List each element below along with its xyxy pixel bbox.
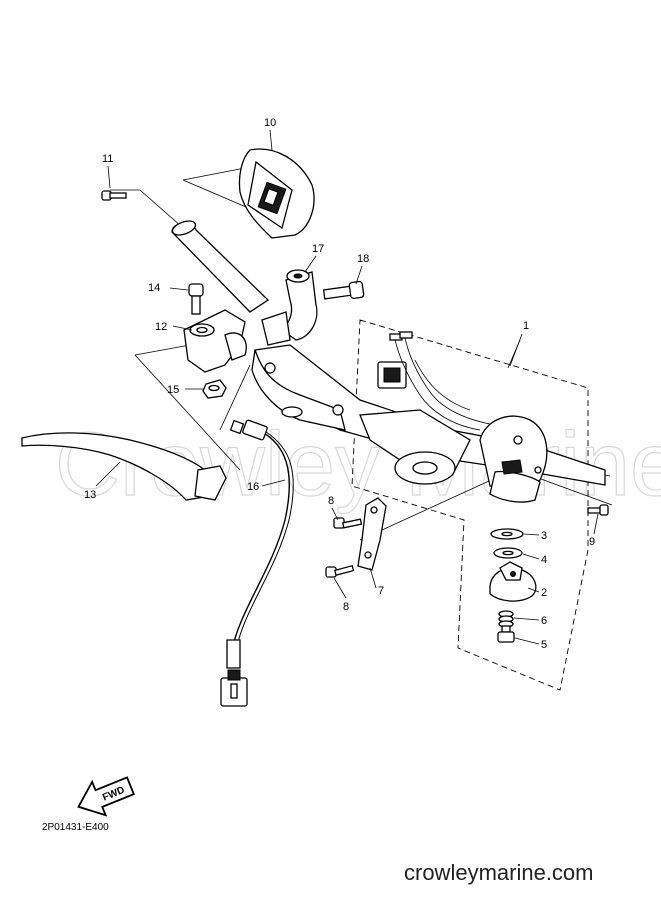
bolt-part-5	[497, 625, 515, 643]
knob-part-2	[489, 561, 537, 602]
screw-part-9	[587, 504, 609, 516]
callout-1: 1	[523, 320, 529, 332]
assembly-box-1	[351, 319, 589, 691]
spring-part-6	[498, 610, 514, 628]
diagram-code: 2P01431-E400	[42, 822, 109, 833]
nut-part-15	[202, 379, 227, 399]
clamp-part-17	[261, 269, 318, 346]
washer-part-3	[490, 528, 524, 540]
callout-leaders	[95, 129, 599, 645]
callout-8-upper: 8	[328, 495, 334, 507]
callout-16: 16	[247, 481, 259, 493]
screw-part-8-lower	[325, 564, 355, 578]
callout-5: 5	[541, 639, 547, 651]
callout-18: 18	[357, 253, 369, 265]
lever-part-13	[21, 432, 227, 501]
bracket-part-7	[357, 497, 387, 571]
cable-part-16	[220, 419, 294, 707]
callout-2: 2	[541, 587, 547, 599]
callout-7: 7	[378, 585, 384, 597]
handlebar-grip	[171, 220, 270, 313]
washer-part-4	[493, 547, 523, 559]
switch-wiring	[377, 331, 491, 431]
callout-14: 14	[148, 282, 160, 294]
callout-9: 9	[589, 536, 595, 548]
callout-4: 4	[541, 554, 547, 566]
screw-part-11	[101, 190, 127, 201]
callout-8-lower: 8	[343, 601, 349, 613]
callout-labels: 1 2 3 4 5 6 7 8 8 9 10 11 12 13 14 15 16…	[84, 117, 595, 651]
callout-13: 13	[84, 489, 96, 501]
switch-cover-part-10	[238, 148, 315, 239]
callout-11: 11	[102, 153, 113, 165]
callout-6: 6	[541, 615, 547, 627]
bolt-part-18	[322, 280, 365, 300]
screw-part-8-upper	[333, 517, 363, 529]
lever-bracket-part-12	[183, 309, 247, 373]
fwd-arrow: FWD	[77, 776, 135, 817]
bolt-part-14	[188, 283, 204, 315]
callout-12: 12	[155, 321, 167, 333]
callout-10: 10	[264, 117, 276, 129]
callout-3: 3	[541, 530, 547, 542]
website-text: crowleymarine.com	[404, 860, 594, 885]
callout-17: 17	[312, 243, 324, 255]
callout-15: 15	[167, 384, 179, 396]
switch-housing	[479, 415, 548, 503]
